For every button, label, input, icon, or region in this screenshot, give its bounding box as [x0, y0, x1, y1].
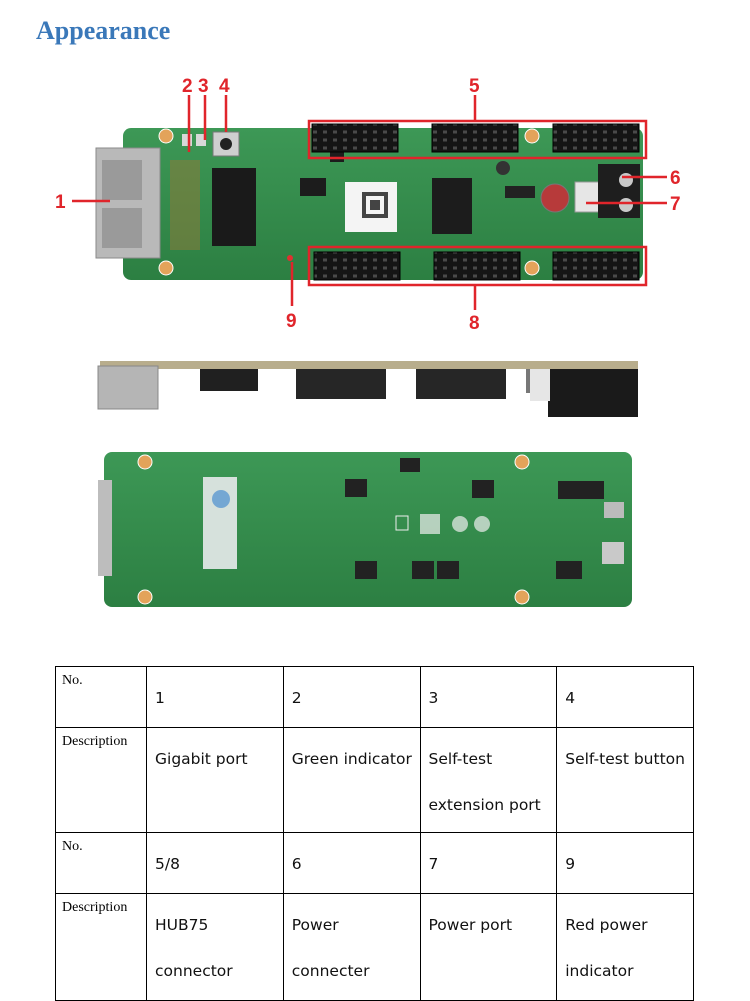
callout-2: 2 — [182, 76, 193, 97]
table-cell: Self-test button — [556, 727, 694, 833]
callout-4: 4 — [219, 76, 230, 97]
red-power-indicator — [287, 255, 293, 261]
table-cell: Green indicator — [282, 727, 421, 833]
table-cell: 2 — [282, 666, 421, 728]
table-cell: 7 — [419, 832, 558, 894]
capacitor — [540, 183, 570, 213]
board-side-view — [97, 361, 638, 417]
callout-3: 3 — [198, 76, 209, 97]
row-label: No. — [55, 666, 147, 728]
callout-5: 5 — [469, 76, 480, 97]
page-title: Appearance — [36, 16, 171, 45]
board-top-view — [95, 123, 643, 281]
spec-table: No. 1 2 3 4 Description Gigabit port Gre… — [55, 666, 694, 1001]
row-label: Description — [55, 893, 147, 1001]
table-row: Description Gigabit port Green indicator… — [55, 727, 694, 833]
row-label: No. — [55, 832, 147, 894]
board-bottom-view — [98, 452, 632, 607]
power-connecter — [598, 164, 640, 218]
green-indicator — [182, 134, 192, 146]
callout-6: 6 — [670, 168, 681, 189]
table-cell: Power port — [419, 893, 558, 1001]
table-cell: Gigabit port — [146, 727, 284, 833]
table-row: No. 5/8 6 7 9 — [55, 832, 694, 894]
table-cell: 9 — [556, 832, 694, 894]
main-ic — [212, 168, 256, 246]
fpga-chip — [432, 178, 472, 234]
power-port — [574, 181, 600, 213]
callout-lines — [72, 95, 667, 310]
table-cell: 4 — [556, 666, 694, 728]
callout-8: 8 — [469, 313, 480, 334]
table-cell: 3 — [419, 666, 558, 728]
table-cell: 6 — [282, 832, 421, 894]
table-cell: 1 — [146, 666, 284, 728]
row-label: Description — [55, 727, 147, 833]
table-cell: 5/8 — [146, 832, 284, 894]
table-row: No. 1 2 3 4 — [55, 666, 694, 728]
callout-9: 9 — [286, 311, 297, 332]
board-illustrations: 1 2 3 4 5 6 7 8 9 — [55, 76, 681, 607]
callout-1: 1 — [55, 192, 66, 213]
hub75-top-highlight — [307, 119, 648, 160]
callout-7: 7 — [670, 194, 681, 215]
hub75-bottom-highlight — [307, 245, 648, 287]
